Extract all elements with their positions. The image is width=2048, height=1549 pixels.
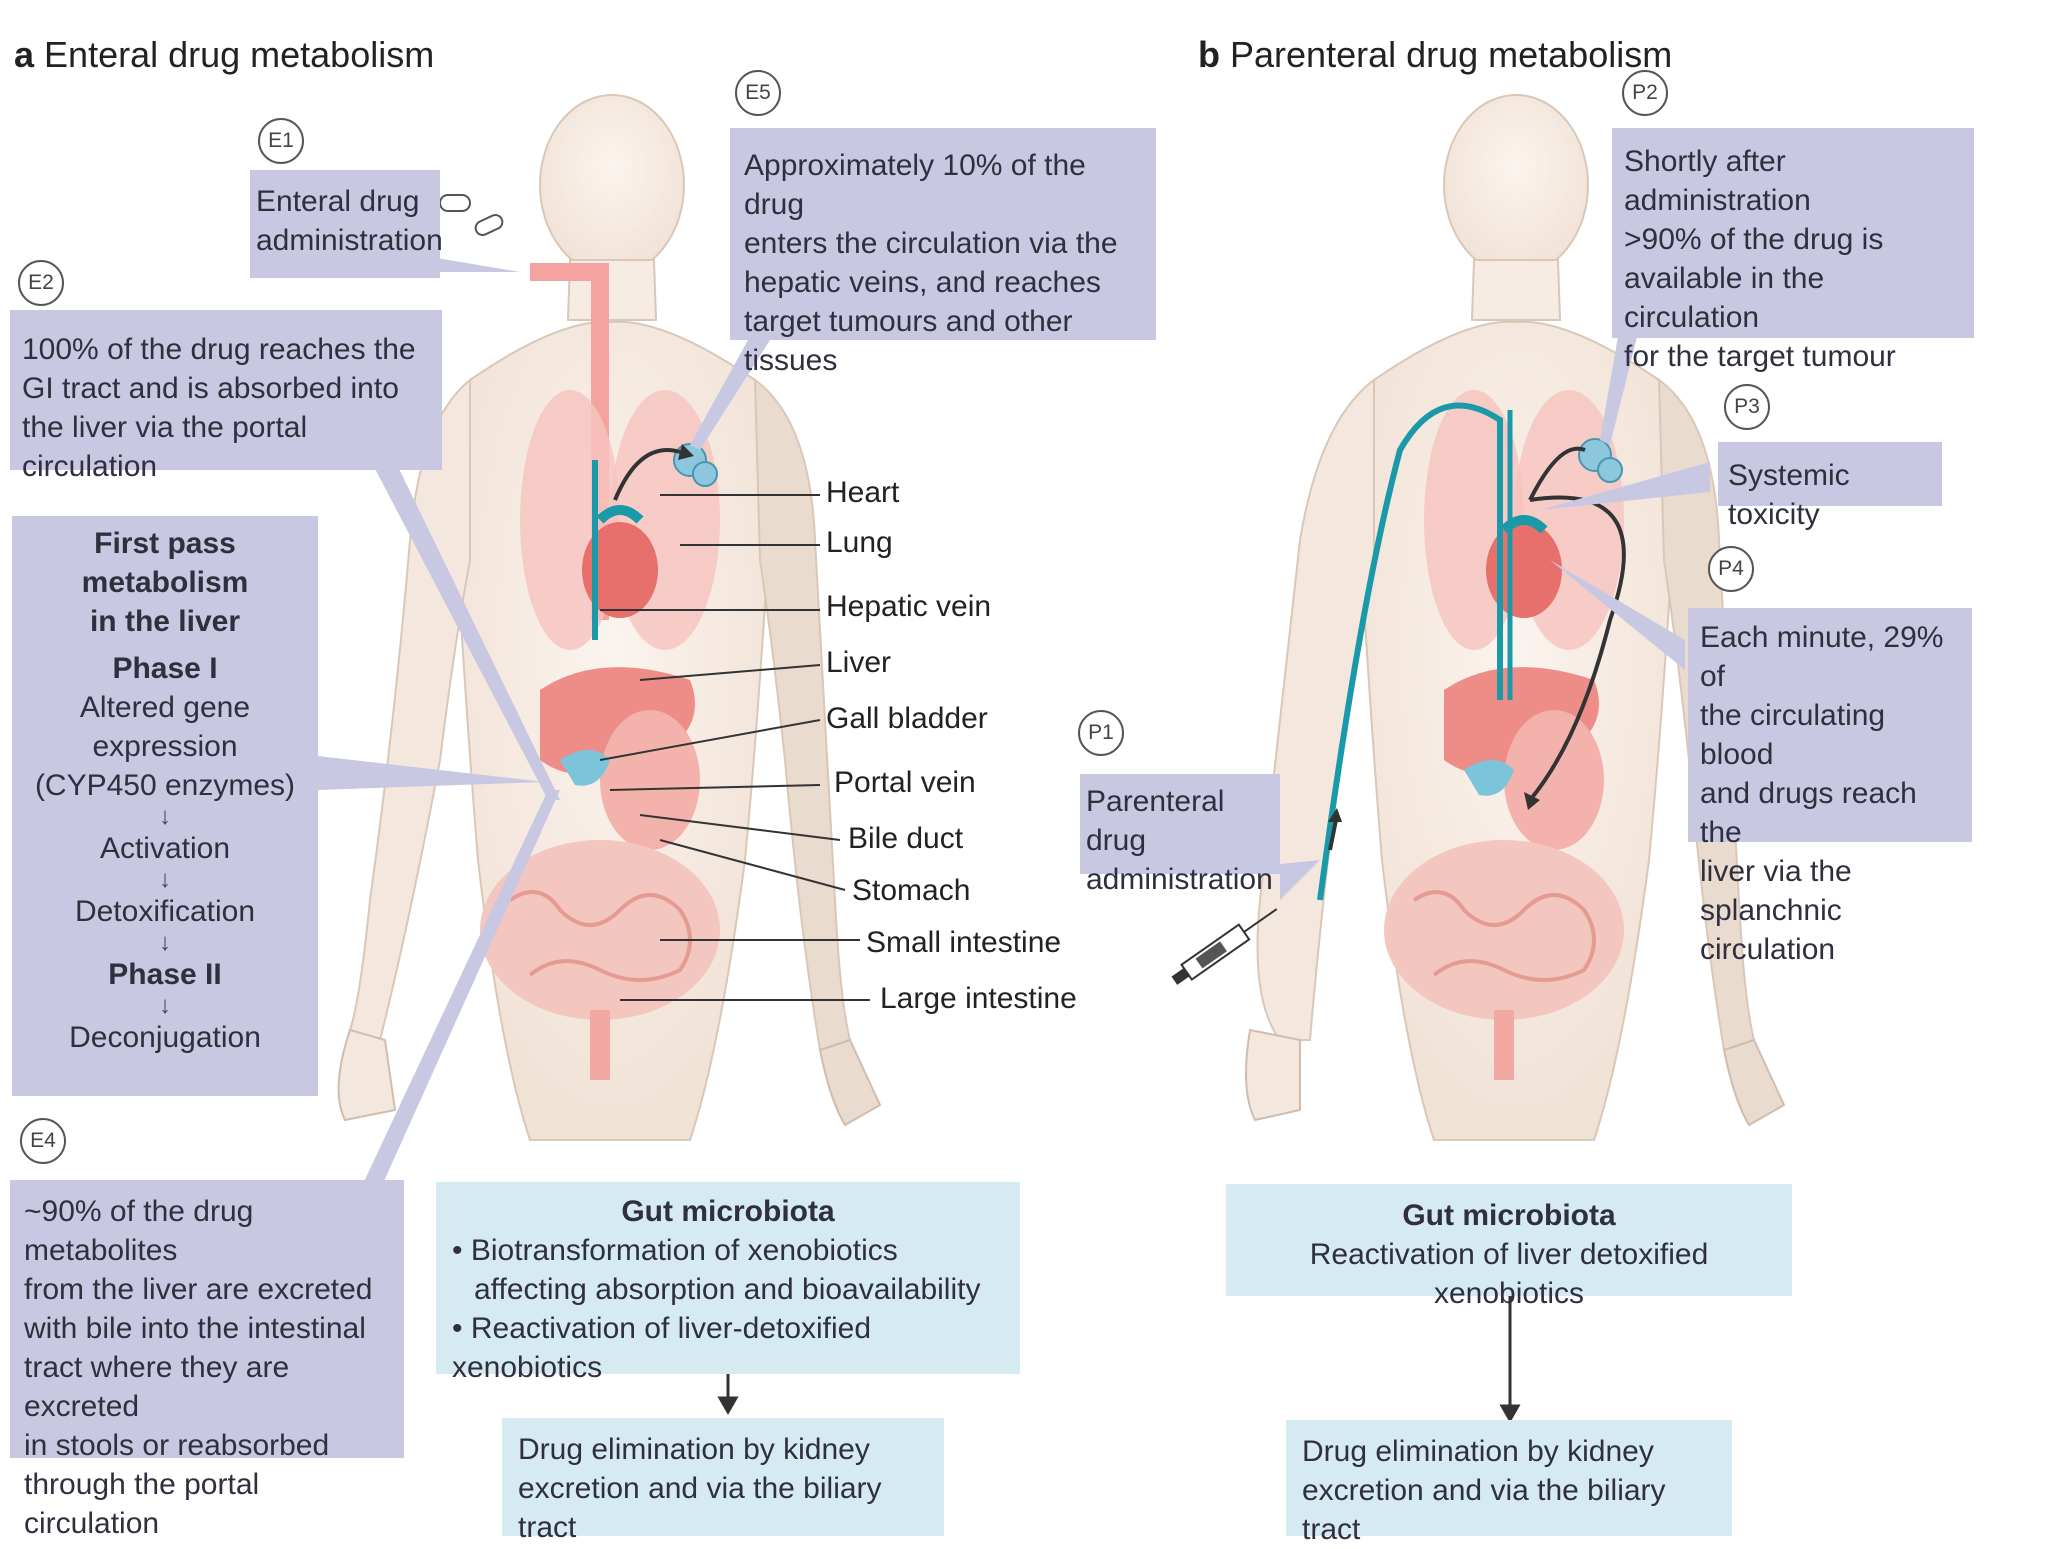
- gut-microbiota-b: Gut microbiota Reactivation of liver det…: [1226, 1184, 1792, 1310]
- detoxification-label: Detoxification: [74, 895, 256, 928]
- callout-e4-line: tract where they are excreted: [24, 1351, 290, 1423]
- gut-microbiota-a: Gut microbiota • Biotransformation of xe…: [436, 1182, 1020, 1384]
- activation-label: Activation: [99, 832, 231, 865]
- badge-p1: P1: [1078, 710, 1124, 756]
- badge-e4: E4: [20, 1118, 66, 1164]
- gut-microbiota-b-title: Gut microbiota: [1402, 1199, 1616, 1232]
- organs-a: [480, 263, 720, 1080]
- badge-p2: P2: [1622, 70, 1668, 116]
- gut-microbiota-b-text: Reactivation of liver detoxified xenobio…: [1309, 1238, 1709, 1310]
- label-bile-duct: Bile duct: [848, 822, 964, 855]
- panel-b-title-text: Parenteral drug metabolism: [1230, 34, 1673, 75]
- callout-p1: Parenteral drug administration: [1080, 774, 1280, 896]
- callout-p2-line: Shortly after administration: [1624, 145, 1811, 217]
- altered-line: expression: [92, 730, 238, 763]
- down-arrow-icon: ↓: [159, 866, 171, 893]
- bullet-icon: •: [452, 1312, 463, 1345]
- badge-p3: P3: [1724, 384, 1770, 430]
- callout-p4-line: and drugs reach the: [1700, 777, 1917, 849]
- panel-a-title-text: Enteral drug metabolism: [44, 34, 435, 75]
- callout-e5-line: hepatic veins, and reaches: [744, 266, 1101, 299]
- flow-arrows: [717, 1296, 1521, 1424]
- callout-p2-line: >90% of the drug is: [1624, 223, 1884, 256]
- elimination-b-line: Drug elimination by kidney: [1302, 1435, 1654, 1468]
- callout-e2: 100% of the drug reaches the GI tract an…: [10, 310, 442, 483]
- label-liver: Liver: [826, 646, 892, 679]
- panel-a-letter: a: [14, 34, 35, 75]
- callout-e4-line: ~90% of the drug metabolites: [24, 1195, 254, 1267]
- callout-e1-line: administration: [256, 224, 443, 257]
- elimination-a-line: Drug elimination by kidney: [518, 1433, 870, 1466]
- bullet-icon: •: [452, 1234, 463, 1267]
- callout-e2-line: GI tract and is absorbed into: [22, 372, 399, 405]
- callout-pointers-b: [1280, 325, 1710, 900]
- callout-p4: Each minute, 29% of the circulating bloo…: [1688, 608, 1972, 966]
- callout-p1-line: administration: [1086, 863, 1273, 896]
- callout-p4-line: circulation: [1700, 933, 1836, 966]
- callout-e4-line: in stools or reabsorbed: [24, 1429, 330, 1462]
- panel-b-letter: b: [1198, 34, 1220, 75]
- gut-microbiota-a-title: Gut microbiota: [621, 1195, 835, 1228]
- callout-p2: Shortly after administration >90% of the…: [1612, 128, 1974, 373]
- callout-p2-line: for the target tumour: [1624, 340, 1896, 373]
- microbiota-bullet-text: Biotransformation of xenobiotics: [470, 1234, 898, 1267]
- callout-e4-line: from the liver are excreted: [24, 1273, 373, 1306]
- badge-e5: E5: [735, 70, 781, 116]
- callout-e4-line: through the portal circulation: [24, 1468, 260, 1540]
- callout-e2-line: the liver via the portal circulation: [22, 411, 308, 483]
- altered-line: (CYP450 enzymes): [34, 769, 296, 802]
- badge-e1: E1: [258, 118, 304, 164]
- drug-elimination-a: Drug elimination by kidney excretion and…: [502, 1418, 944, 1544]
- down-arrow-icon: ↓: [159, 992, 171, 1019]
- label-hepatic-vein: Hepatic vein: [826, 590, 992, 623]
- label-heart: Heart: [826, 476, 900, 509]
- callout-e5-line: Approximately 10% of the drug: [744, 149, 1086, 221]
- callout-p4-line: liver via the splanchnic: [1700, 855, 1852, 927]
- label-portal-vein: Portal vein: [834, 766, 976, 799]
- label-small-intestine: Small intestine: [866, 926, 1062, 959]
- callout-e4-line: with bile into the intestinal: [24, 1312, 366, 1345]
- first-pass-heading: First pass metabolism: [81, 527, 249, 599]
- microbiota-bullet-text: affecting absorption and bioavailability: [474, 1273, 981, 1306]
- syringe-icon: [1171, 908, 1278, 985]
- label-stomach: Stomach: [852, 874, 971, 907]
- label-lung: Lung: [826, 526, 893, 559]
- callout-e5-line: target tumours and other tissues: [744, 305, 1073, 377]
- callout-e1-line: Enteral drug: [256, 185, 420, 218]
- elimination-a-line: excretion and via the biliary tract: [518, 1472, 882, 1544]
- down-arrow-icon: ↓: [159, 803, 171, 830]
- callout-p3-text: Systemic toxicity: [1728, 459, 1850, 531]
- callout-e2-line: 100% of the drug reaches the: [22, 333, 416, 366]
- callout-e3-first-pass: First pass metabolism in the liver Phase…: [12, 516, 318, 1096]
- microbiota-bullet-text: Reactivation of liver-detoxified xenobio…: [452, 1312, 872, 1384]
- label-large-intestine: Large intestine: [880, 982, 1077, 1015]
- callout-e4: ~90% of the drug metabolites from the li…: [10, 1180, 404, 1540]
- callout-e5: Approximately 10% of the drug enters the…: [730, 128, 1156, 377]
- drug-elimination-b: Drug elimination by kidney excretion and…: [1286, 1420, 1732, 1546]
- callout-p4-line: Each minute, 29% of: [1700, 621, 1944, 693]
- deconjugation-label: Deconjugation: [69, 1021, 261, 1054]
- leader-lines-a: [599, 494, 870, 1001]
- phase-2-label: Phase II: [108, 958, 222, 991]
- pill-icon: [439, 194, 504, 236]
- callout-p3: Systemic toxicity: [1718, 442, 1942, 531]
- callout-pointers-a: [318, 258, 770, 1190]
- badge-p4: P4: [1708, 546, 1754, 592]
- badge-e2: E2: [18, 260, 64, 306]
- down-arrow-icon: ↓: [159, 929, 171, 956]
- phase-1-label: Phase I: [112, 652, 218, 685]
- callout-p1-line: Parenteral drug: [1086, 785, 1225, 857]
- callout-e5-line: enters the circulation via the: [744, 227, 1118, 260]
- label-gall-bladder: Gall bladder: [826, 702, 988, 735]
- callout-p2-line: available in the circulation: [1624, 262, 1825, 334]
- callout-e1: Enteral drug administration: [250, 170, 443, 278]
- elimination-b-line: excretion and via the biliary tract: [1302, 1474, 1666, 1546]
- altered-line: Altered gene: [79, 691, 251, 724]
- first-pass-heading: in the liver: [89, 605, 241, 638]
- organs-b: [1317, 390, 1626, 1080]
- callout-p4-line: the circulating blood: [1700, 699, 1886, 771]
